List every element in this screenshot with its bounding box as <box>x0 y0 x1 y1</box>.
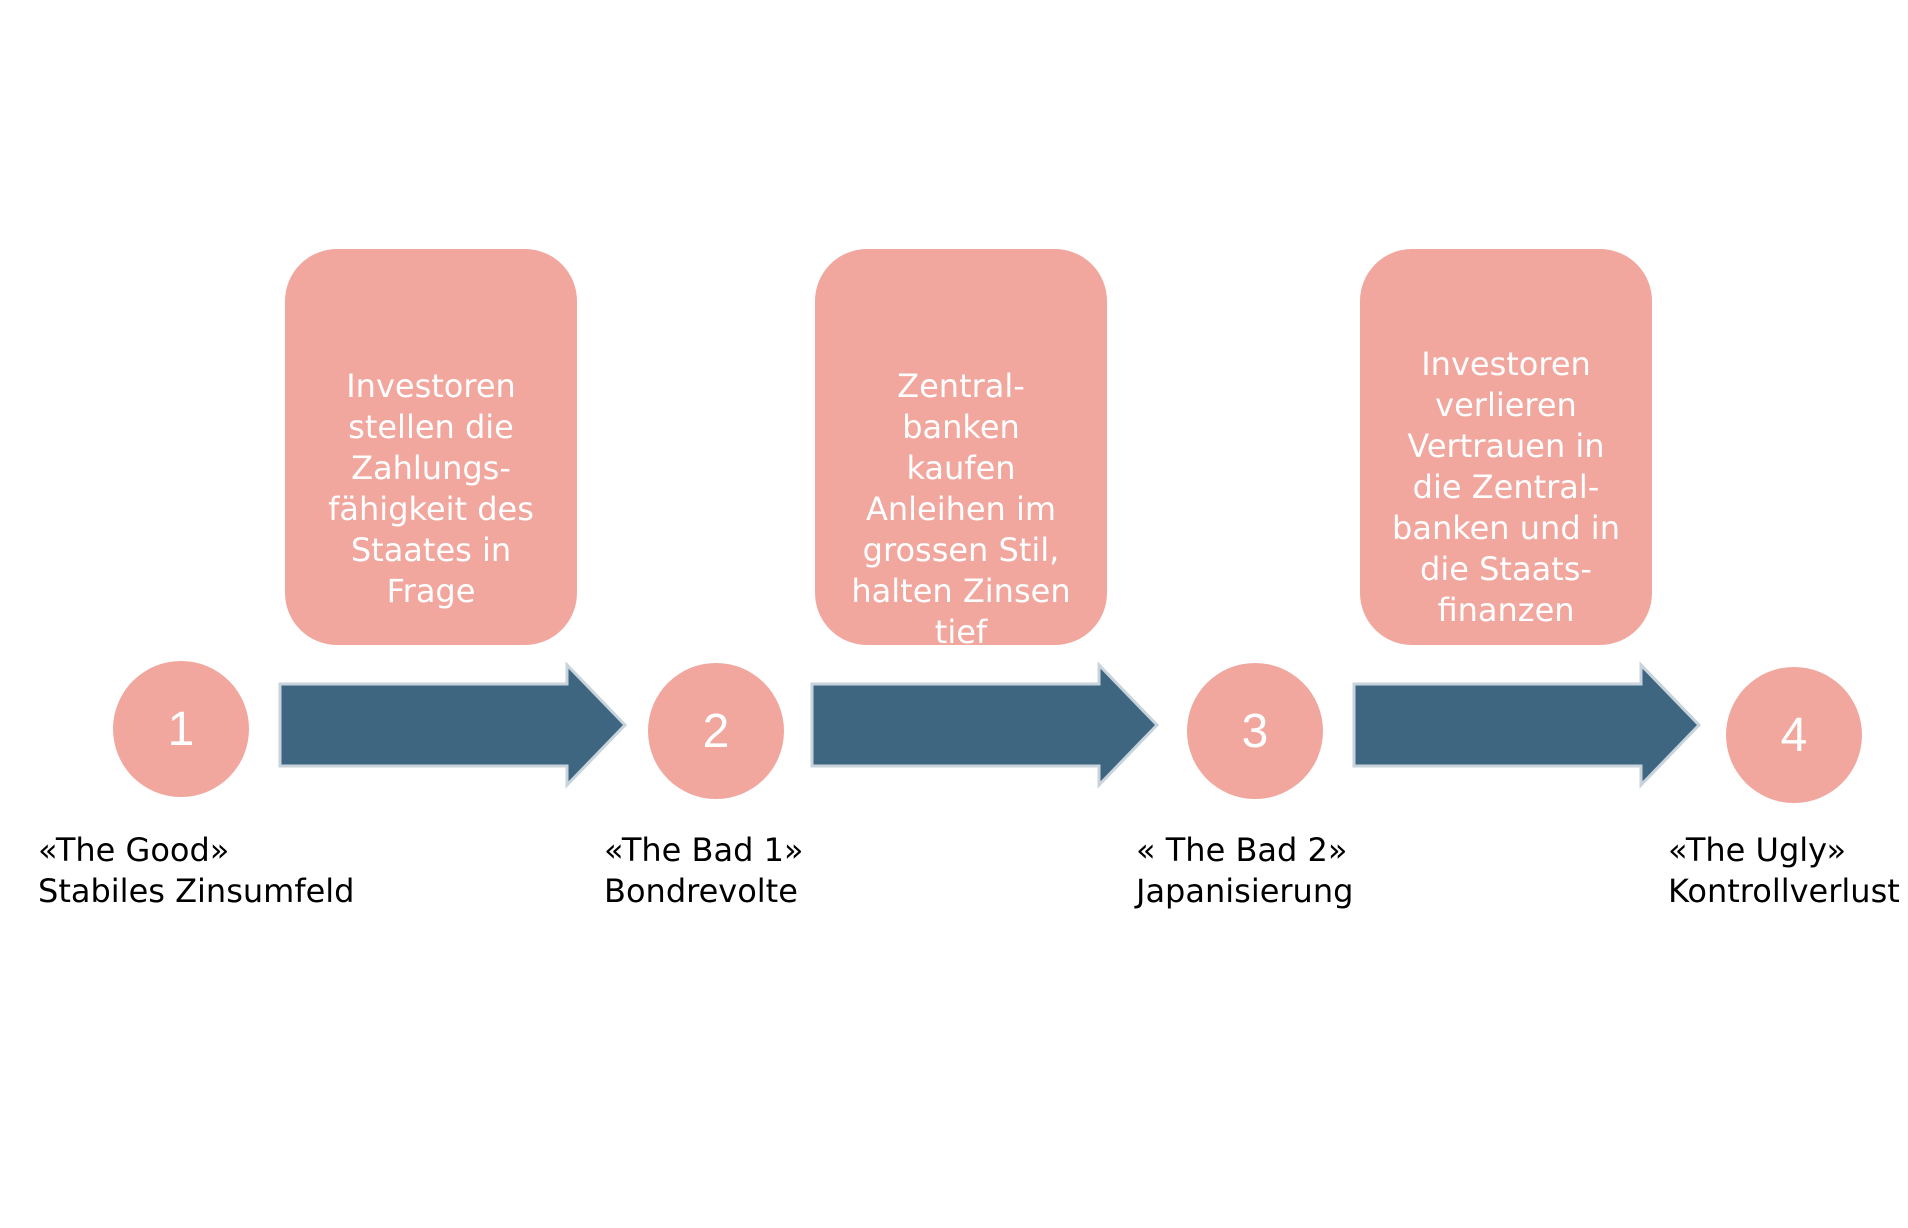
stage-name-3: « The Bad 2» <box>1136 831 1348 869</box>
stage-circle-4: 4 <box>1726 667 1862 803</box>
stage-number-4: 4 <box>1780 708 1808 762</box>
transition-text-2: Zentral- banken kaufen Anleihen im gross… <box>851 367 1071 651</box>
transition-box-3: Investoren verlieren Vertrauen in die Ze… <box>1360 249 1652 645</box>
transition-text-3: Investoren verlieren Vertrauen in die Ze… <box>1392 345 1620 629</box>
stage-number-2: 2 <box>702 704 730 758</box>
stage-description-4: Kontrollverlust <box>1668 872 1900 910</box>
stage-name-4: «The Ugly» <box>1668 831 1847 869</box>
stage-description-1: Stabiles Zinsumfeld <box>38 872 355 910</box>
transition-box-2: Zentral- banken kaufen Anleihen im gross… <box>815 249 1107 651</box>
transition-arrow-3 <box>1352 661 1702 789</box>
stage-label-4: «The Ugly» Kontrollverlust <box>1668 830 1900 912</box>
stage-description-3: Japanisierung <box>1136 872 1354 910</box>
stage-description-2: Bondrevolte <box>604 872 798 910</box>
stage-name-2: «The Bad 1» <box>604 831 804 869</box>
stage-label-1: «The Good» Stabiles Zinsumfeld <box>38 830 354 912</box>
stage-circle-2: 2 <box>648 663 784 799</box>
stage-number-3: 3 <box>1241 704 1269 758</box>
stage-number-1: 1 <box>167 702 195 756</box>
stage-label-2: «The Bad 1» Bondrevolte <box>604 830 804 912</box>
arrow-shape-3 <box>1352 661 1702 789</box>
transition-arrow-2 <box>810 661 1160 789</box>
stage-label-3: « The Bad 2» Japanisierung <box>1136 830 1353 912</box>
arrow-shape-1 <box>278 661 628 789</box>
transition-text-1: Investoren stellen die Zahlungs- fähigke… <box>328 367 534 610</box>
arrow-shape-2 <box>810 661 1160 789</box>
stage-name-1: «The Good» <box>38 831 230 869</box>
transition-arrow-1 <box>278 661 628 789</box>
stage-circle-1: 1 <box>113 661 249 797</box>
stage-circle-3: 3 <box>1187 663 1323 799</box>
transition-box-1: Investoren stellen die Zahlungs- fähigke… <box>285 249 577 645</box>
